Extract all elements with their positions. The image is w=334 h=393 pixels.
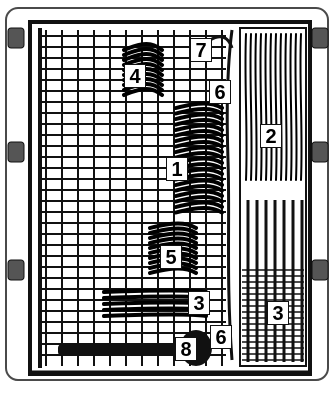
callout-5: 5 (160, 245, 182, 269)
right-top-tine (290, 34, 291, 180)
callout-8: 8 (175, 337, 197, 361)
bottom-handle-bar (58, 344, 188, 356)
callout-2: 2 (260, 124, 282, 148)
right-top-tine (295, 34, 296, 180)
callout-6-bottom: 6 (210, 325, 232, 349)
right-top-tine (285, 34, 286, 180)
callout-3-center: 3 (188, 291, 210, 315)
right-top-tine (260, 34, 261, 180)
right-bottom-tines (242, 200, 304, 362)
right-top-tine (245, 34, 246, 180)
right-top-tines (245, 34, 301, 180)
right-top-tine (275, 34, 276, 180)
right-top-tine (270, 34, 271, 180)
callout-3-right: 3 (267, 301, 289, 325)
callout-4: 4 (124, 64, 146, 88)
right-top-tine (300, 34, 301, 180)
right-top-tine (280, 34, 281, 180)
callout-1: 1 (166, 157, 188, 181)
right-top-tine (250, 34, 251, 180)
callout-6-top: 6 (209, 80, 231, 104)
right-top-tine (255, 34, 256, 180)
callout-7: 7 (190, 38, 212, 62)
left-wheel-brackets (8, 28, 24, 280)
right-wheel-brackets (312, 28, 328, 280)
right-top-tine (265, 34, 266, 180)
